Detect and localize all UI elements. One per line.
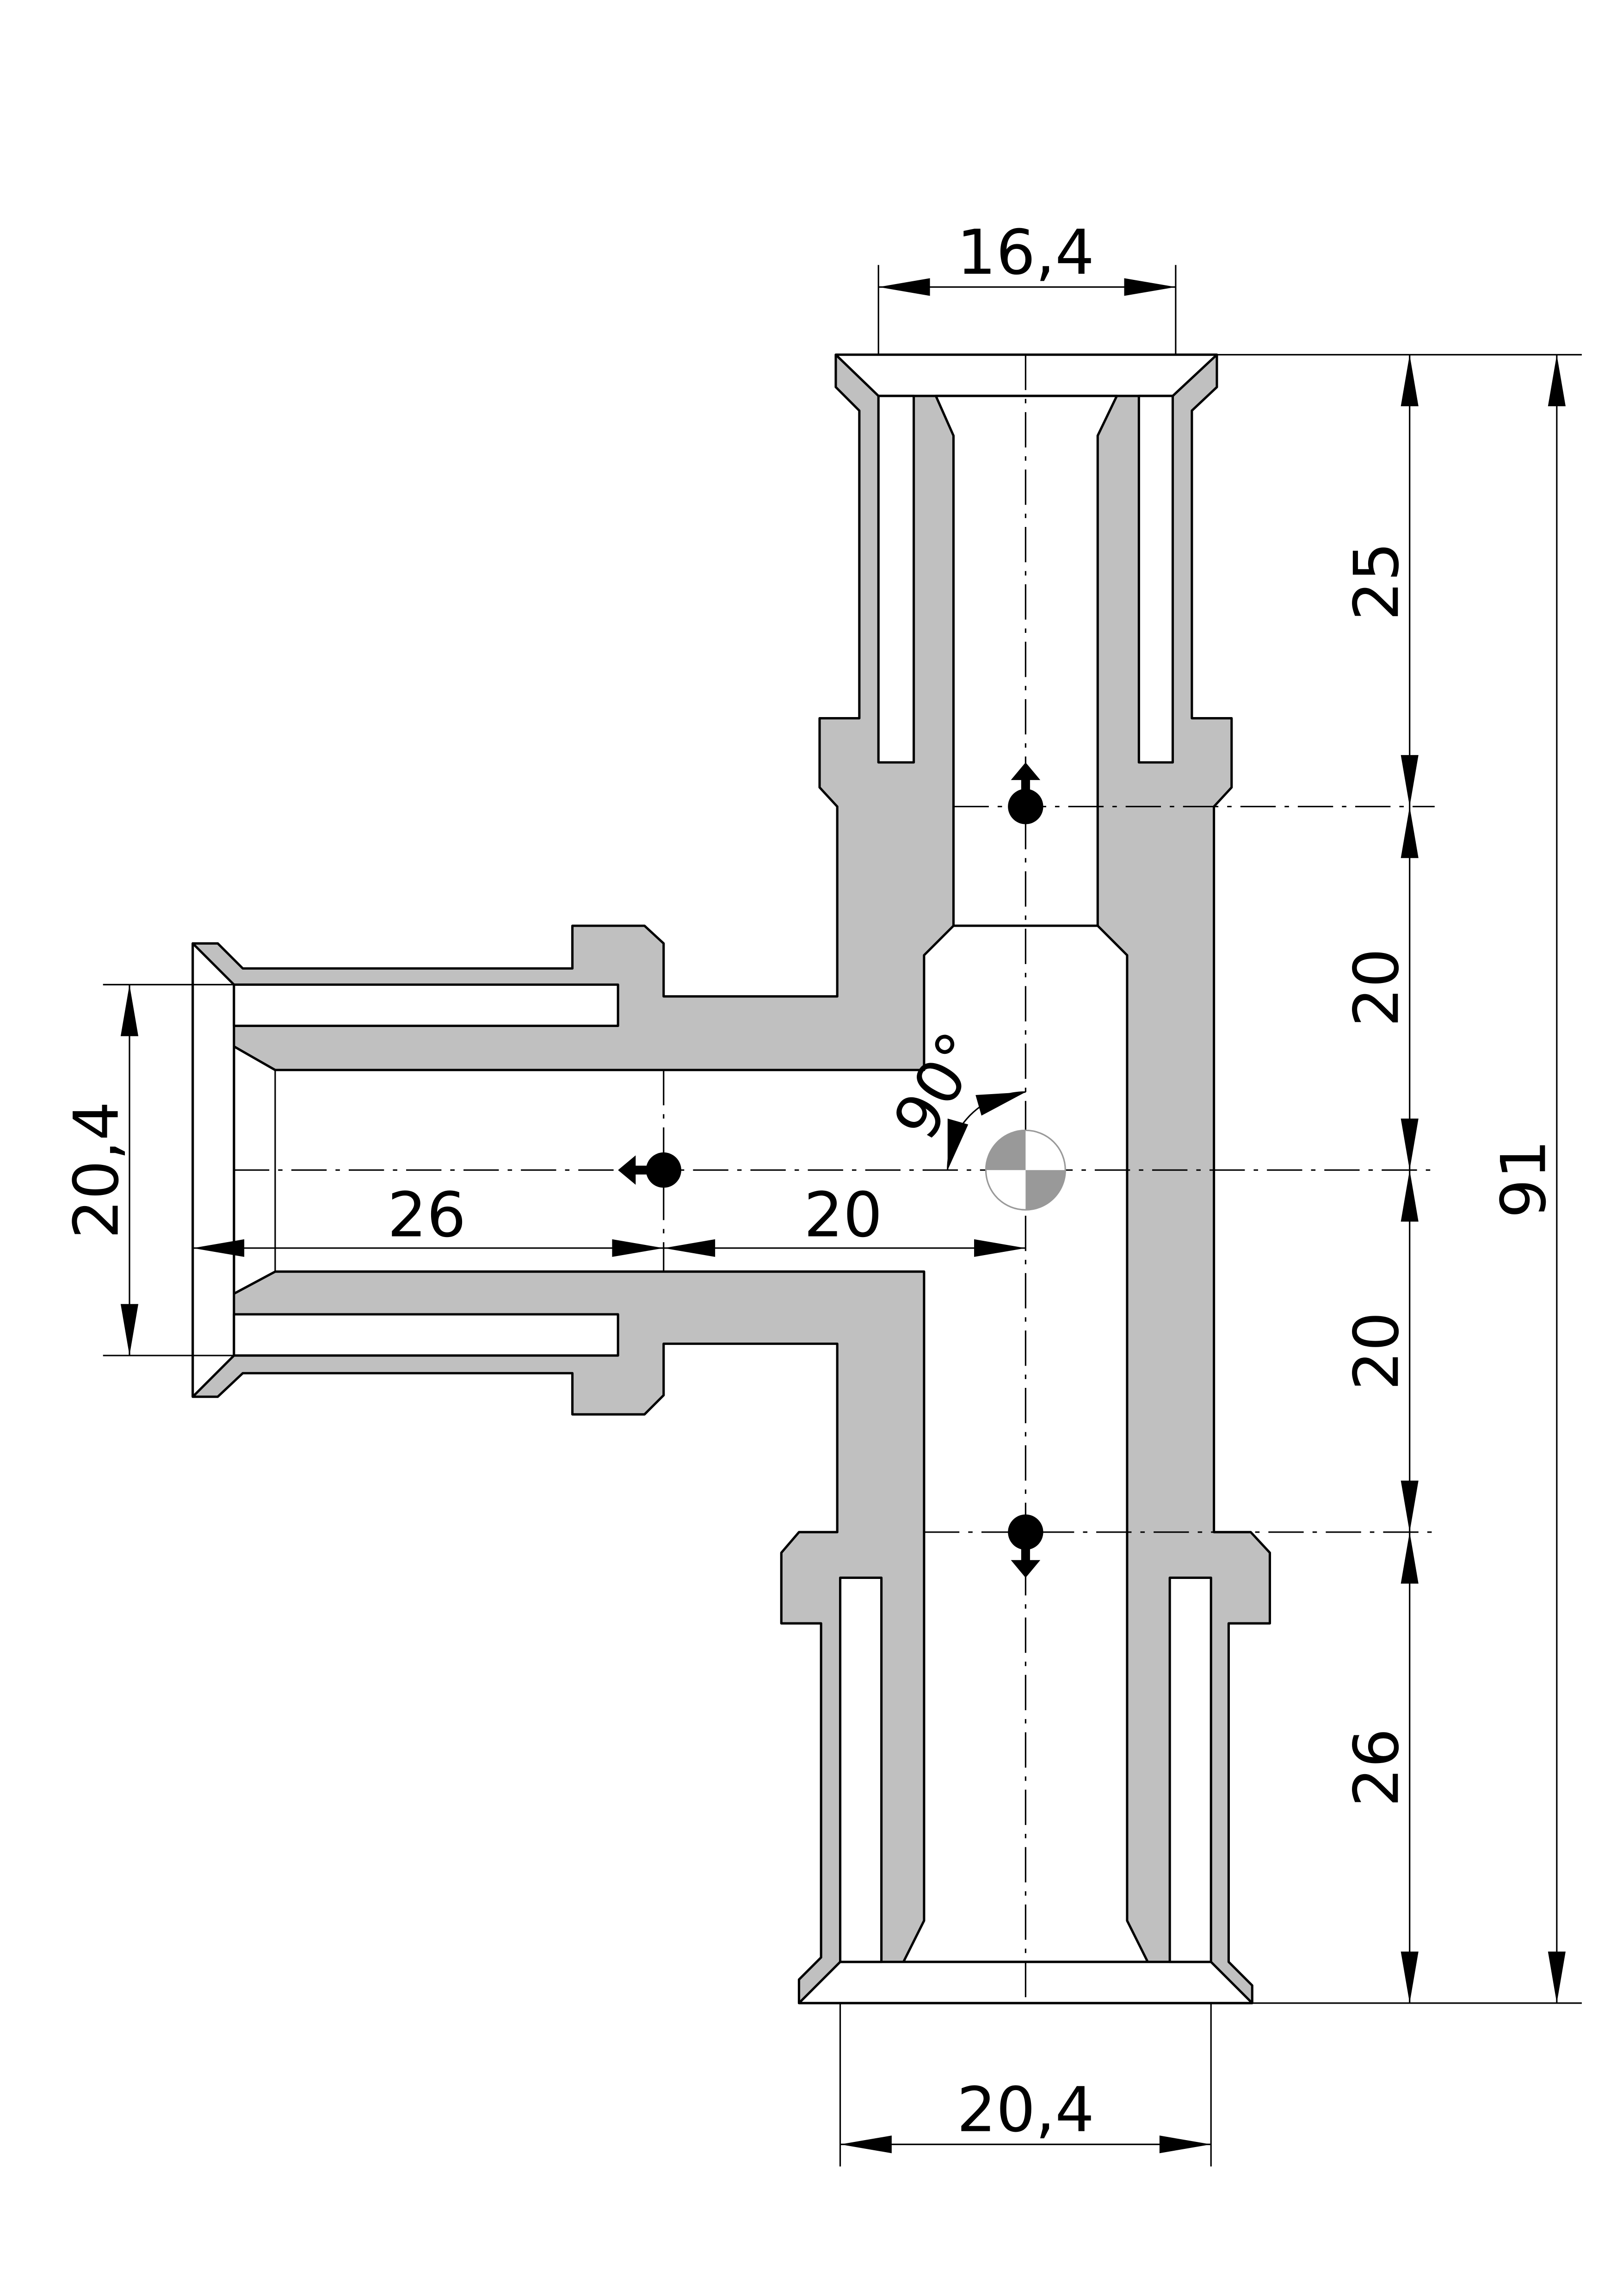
branch-annulus-top xyxy=(233,983,619,1027)
dim-center-bottom: 20 xyxy=(1340,1312,1413,1391)
top-annulus-left xyxy=(877,395,915,764)
dim-top-center: 20 xyxy=(1340,948,1413,1027)
direction-symbols xyxy=(618,762,1043,1578)
bottom-annulus-right xyxy=(1168,1576,1212,1963)
dimension-arrows xyxy=(120,278,1566,2154)
dim-branch-center: 20 xyxy=(804,1179,882,1251)
branch-end-face xyxy=(191,942,235,1398)
branch-annulus-bottom xyxy=(233,1313,619,1357)
dim-bottom-width: 20,4 xyxy=(957,2074,1095,2146)
dim-top-width: 16,4 xyxy=(957,217,1095,289)
bottom-annulus-left xyxy=(839,1576,883,1963)
top-annulus-right xyxy=(1137,395,1174,764)
dim-branch-width: 20,4 xyxy=(61,1101,133,1238)
dim-branch-sleeve: 26 xyxy=(388,1179,466,1251)
dim-bottom-sleeve: 26 xyxy=(1340,1728,1413,1807)
center-mark xyxy=(985,1129,1066,1211)
dim-overall: 91 xyxy=(1487,1139,1560,1218)
main-bore xyxy=(233,924,1149,1963)
top-bore xyxy=(934,395,1118,927)
extension-lines xyxy=(103,265,1582,2166)
dim-top-sleeve: 25 xyxy=(1340,542,1413,621)
